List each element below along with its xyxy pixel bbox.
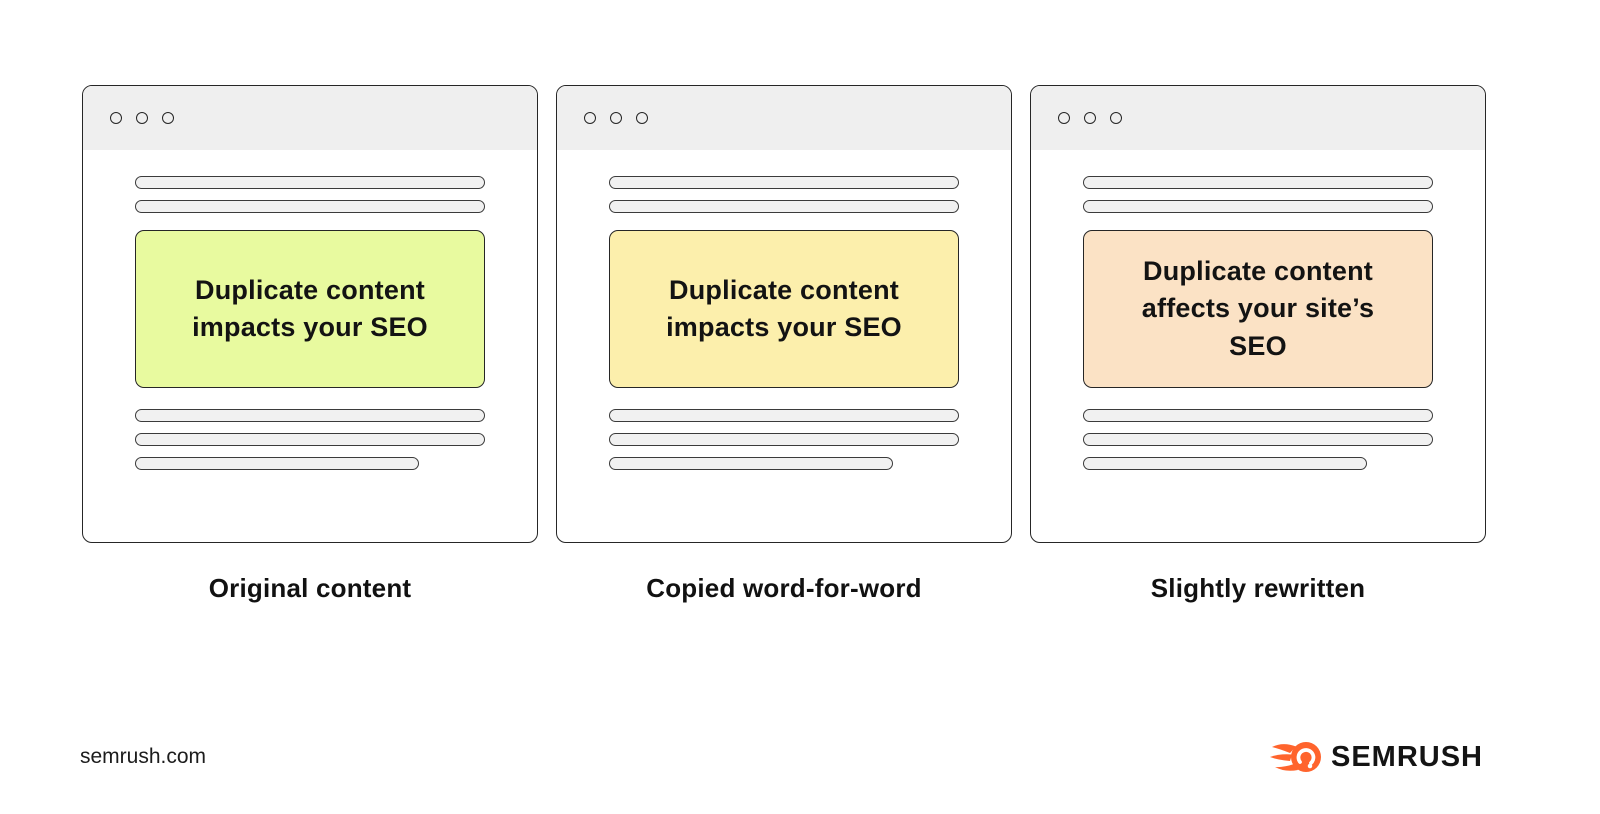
text-placeholder-line [609,176,959,189]
text-placeholder-line [609,457,893,470]
text-placeholder-line [609,433,959,446]
window-body: Duplicate content impacts your SEO [83,150,537,470]
text-placeholder-line [609,200,959,213]
text-placeholder-line [135,409,485,422]
text-placeholder-line [1083,409,1433,422]
highlight-card-rewritten: Duplicate content affects your site’s SE… [1083,230,1433,388]
text-placeholder-line [135,433,485,446]
window-control-dot-icon [610,112,622,124]
window-body: Duplicate content impacts your SEO [557,150,1011,470]
window-control-dot-icon [162,112,174,124]
browser-windows-row: Duplicate content impacts your SEO Origi… [82,85,1486,604]
window-control-dot-icon [636,112,648,124]
browser-window-original: Duplicate content impacts your SEO [82,85,538,543]
semrush-comet-icon [1269,742,1321,772]
caption-original: Original content [208,573,412,603]
window-body: Duplicate content affects your site’s SE… [1031,150,1485,470]
window-control-dot-icon [1110,112,1122,124]
text-placeholder-line [1083,176,1433,189]
text-placeholder-line [135,200,485,213]
browser-window-rewritten: Duplicate content affects your site’s SE… [1030,85,1486,543]
text-placeholder-line [1083,433,1433,446]
caption-copied: Copied word-for-word [646,573,922,603]
window-control-dot-icon [1084,112,1096,124]
text-placeholder-line [1083,457,1367,470]
column-original: Duplicate content impacts your SEO Origi… [82,85,538,604]
column-copied: Duplicate content impacts your SEO Copie… [556,85,1012,604]
text-placeholder-line [609,409,959,422]
window-control-dot-icon [1058,112,1070,124]
browser-window-copied: Duplicate content impacts your SEO [556,85,1012,543]
window-titlebar [557,86,1011,150]
window-control-dot-icon [584,112,596,124]
window-titlebar [83,86,537,150]
window-titlebar [1031,86,1485,150]
text-placeholder-line [135,176,485,189]
window-control-dot-icon [110,112,122,124]
highlight-card-copied: Duplicate content impacts your SEO [609,230,959,388]
source-url-text: semrush.com [80,745,207,768]
semrush-wordmark: SEMRUSH [1330,740,1483,773]
window-control-dot-icon [136,112,148,124]
text-placeholder-line [1083,200,1433,213]
highlight-card-original: Duplicate content impacts your SEO [135,230,485,388]
column-rewritten: Duplicate content affects your site’s SE… [1030,85,1486,604]
text-placeholder-line [135,457,419,470]
semrush-logo: SEMRUSH [1269,740,1483,774]
caption-rewritten: Slightly rewritten [1150,573,1366,603]
footer: semrush.com SEMRUSH [80,733,1483,781]
